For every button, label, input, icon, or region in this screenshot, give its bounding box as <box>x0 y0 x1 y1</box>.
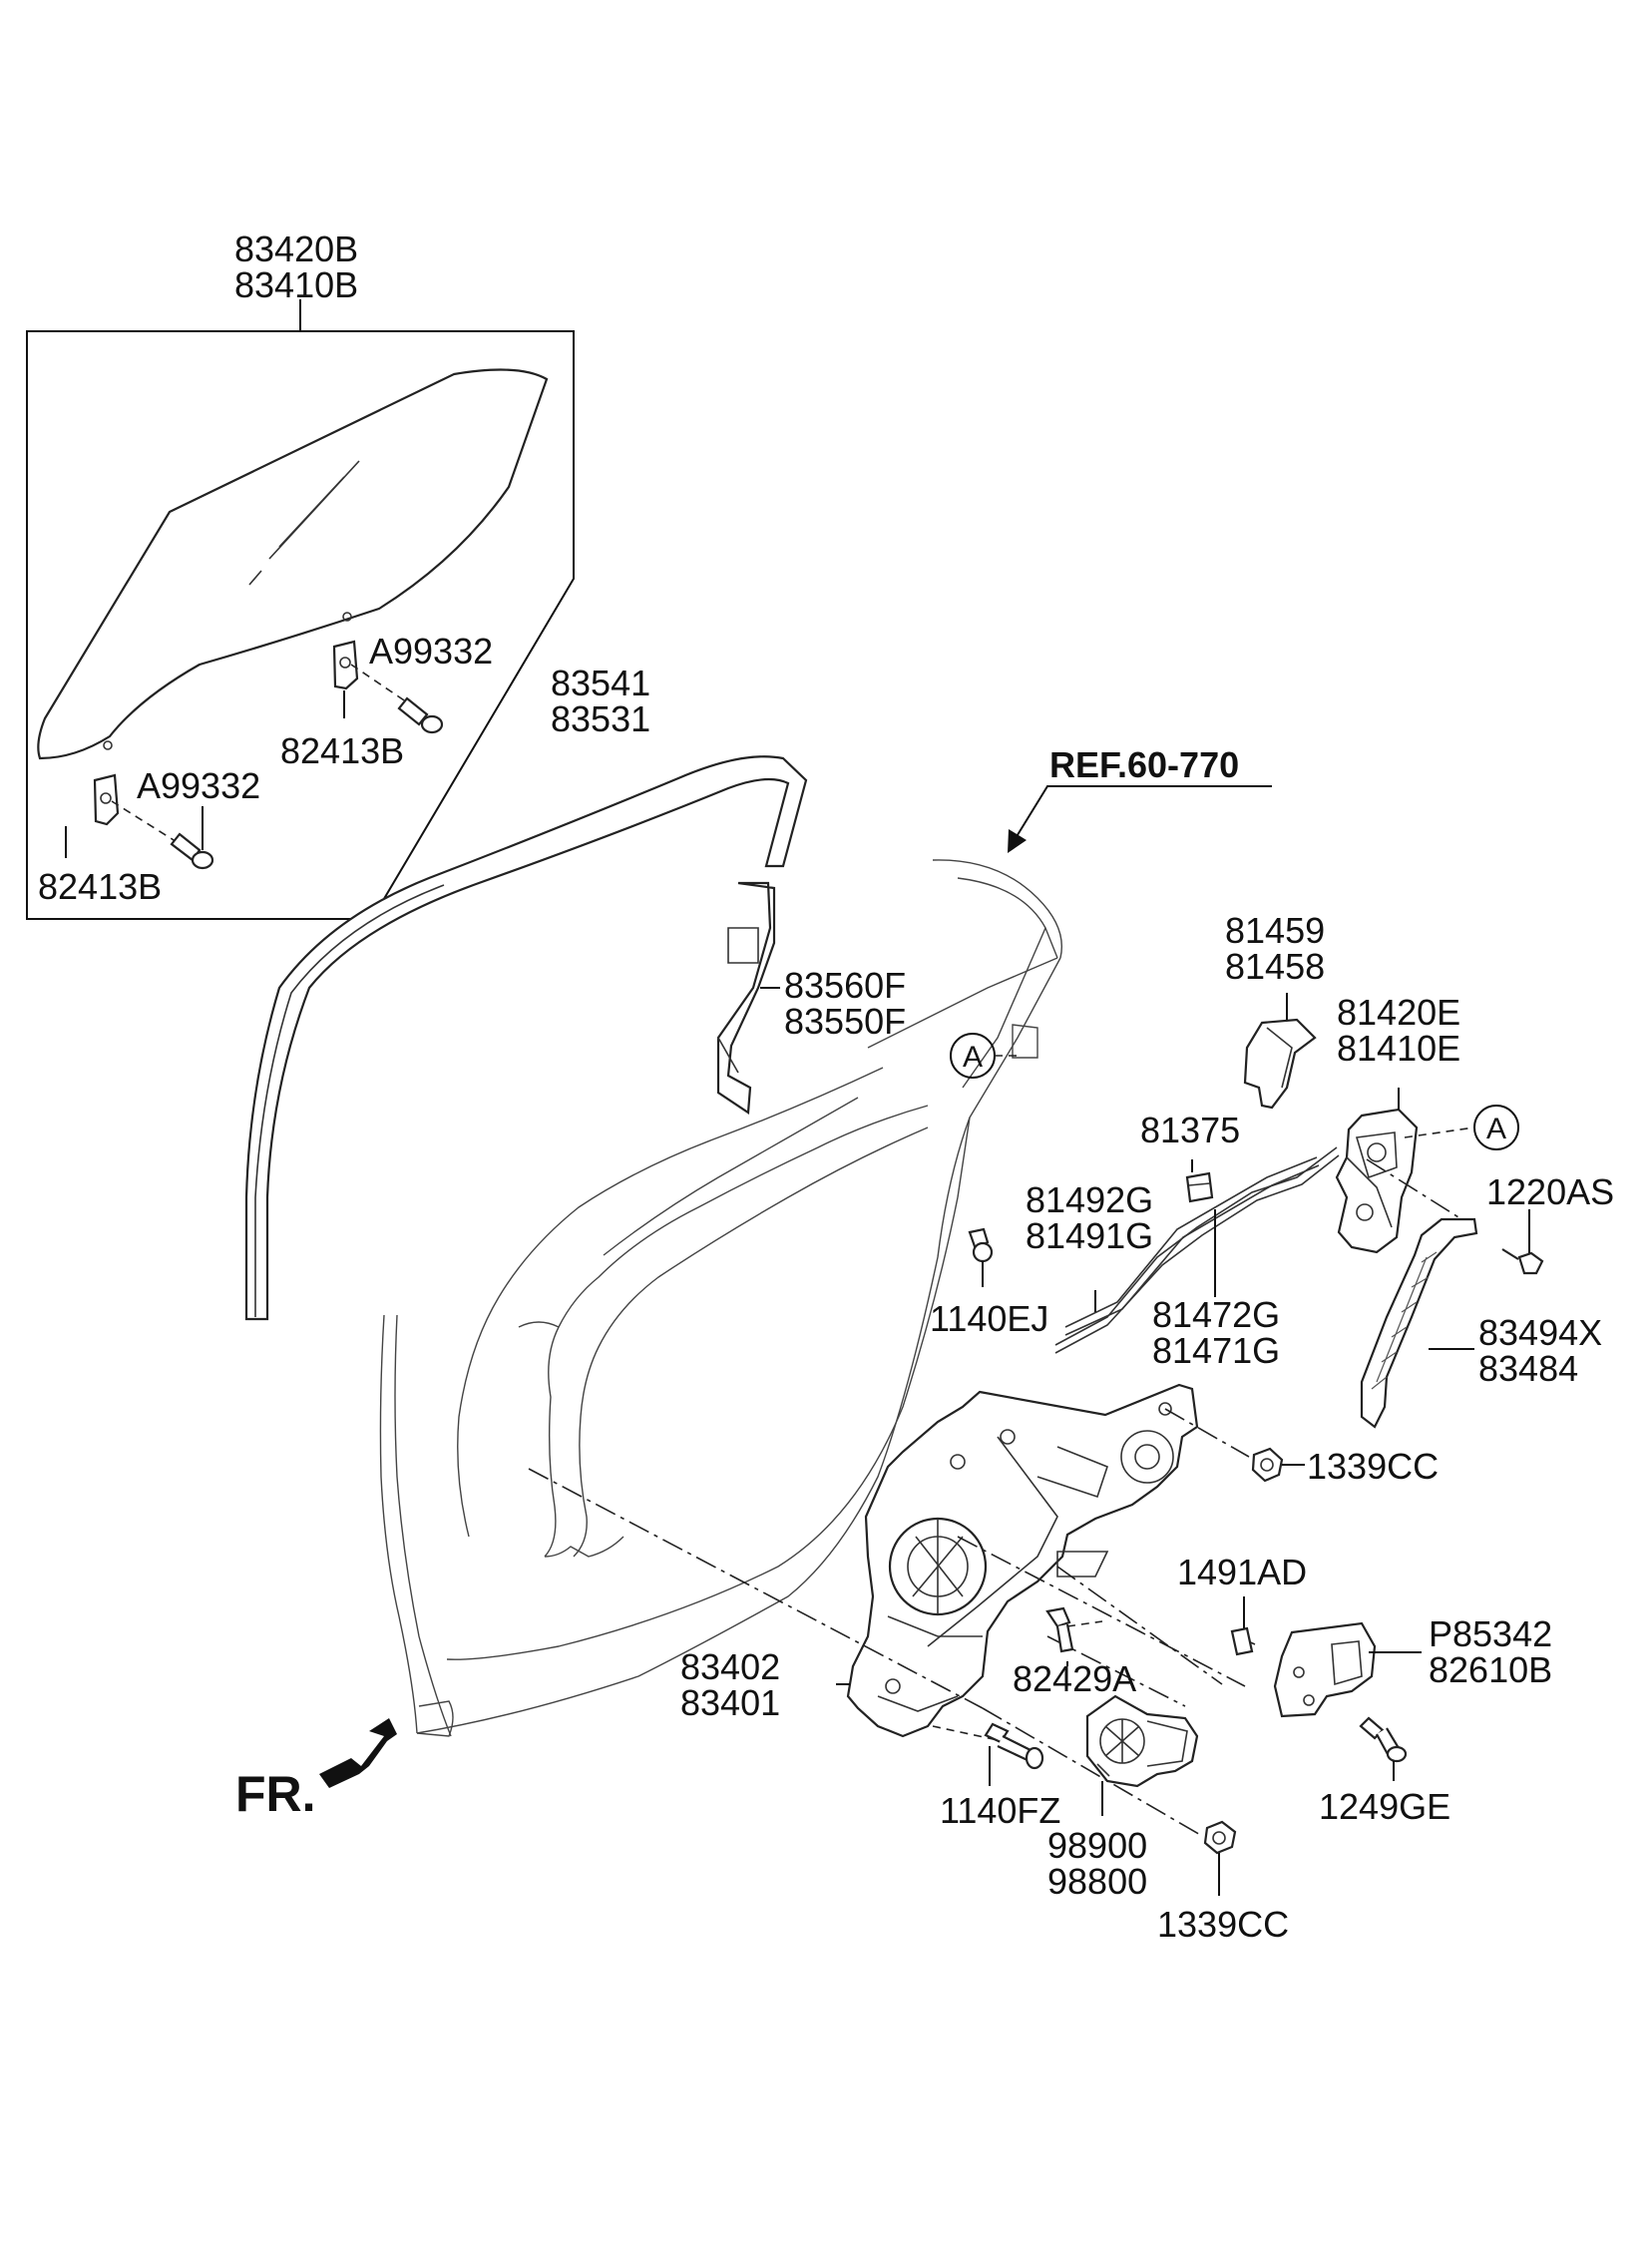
label-rod-top: 81472G <box>1152 1294 1280 1335</box>
label-rod-bottom: 81471G <box>1152 1330 1280 1371</box>
label-clip-1491ad: 1491AD <box>1177 1552 1307 1592</box>
door-panel <box>379 859 1062 1737</box>
outside-handle <box>1360 1217 1478 1429</box>
label-latch-bottom: 81410E <box>1337 1028 1460 1069</box>
label-handle-bottom: 83484 <box>1478 1348 1578 1389</box>
door-cable <box>1054 1146 1340 1354</box>
bolt-1140fz <box>984 1722 1044 1786</box>
door-glass <box>37 368 549 760</box>
label-circle-left: A <box>963 1041 983 1074</box>
label-front: FR. <box>235 1766 316 1822</box>
label-screw-1220as: 1220AS <box>1486 1171 1614 1212</box>
label-motor-top: 98900 <box>1047 1825 1147 1866</box>
label-regulator-bottom: 83401 <box>680 1682 780 1723</box>
label-inner-bottom: 82610B <box>1429 1649 1552 1690</box>
label-cable-bottom: 81491G <box>1026 1215 1153 1256</box>
bolt-82429a <box>1045 1606 1074 1666</box>
label-cover-top: 81459 <box>1225 910 1325 951</box>
door-latch <box>1335 1088 1475 1254</box>
label-clip-lower: 82413B <box>38 866 162 907</box>
latch-screw <box>1501 1209 1544 1275</box>
window-regulator <box>836 1383 1199 1738</box>
label-handle-top: 83494X <box>1478 1312 1602 1353</box>
inside-handle <box>1273 1621 1422 1718</box>
label-bolt-upper: A99332 <box>369 631 493 672</box>
nut-lower <box>1203 1820 1237 1896</box>
glass-box <box>26 299 575 920</box>
cable-clip <box>1185 1159 1214 1203</box>
bolt-1140ej <box>968 1227 994 1287</box>
ref-arrow <box>1008 785 1272 853</box>
label-nut-upper: 1339CC <box>1307 1446 1439 1487</box>
label-channel-top: 83541 <box>551 663 650 703</box>
circle-a-right <box>1473 1105 1519 1150</box>
label-regulator-top: 83402 <box>680 1646 780 1687</box>
label-bolt-1249ge: 1249GE <box>1319 1786 1450 1827</box>
label-clip-upper: 82413B <box>280 730 404 771</box>
glass-bolt-lower <box>170 806 214 870</box>
label-bolt-1140fz: 1140FZ <box>940 1790 1060 1831</box>
bolt-1249ge <box>1359 1716 1408 1781</box>
label-glass-bottom: 83410B <box>234 264 358 305</box>
label-bolt-82429a: 82429A <box>1013 1658 1136 1699</box>
label-guide-bottom: 83550F <box>784 1001 906 1042</box>
label-glass-top: 83420B <box>234 228 358 269</box>
label-bolt-1140ej: 1140EJ <box>930 1298 1048 1339</box>
label-clip-81375: 81375 <box>1140 1110 1240 1150</box>
label-latch-top: 81420E <box>1337 992 1460 1033</box>
glass-bolt-upper <box>397 696 444 734</box>
regulator-centerlines <box>528 1408 1256 1837</box>
latch-cover <box>1243 993 1317 1110</box>
window-guide <box>716 881 780 1115</box>
front-arrow <box>319 1718 397 1788</box>
nut-upper <box>1251 1447 1305 1483</box>
label-channel-bottom: 83531 <box>551 698 650 739</box>
clip-1491ad <box>1230 1596 1254 1656</box>
label-inner-top: P85342 <box>1429 1613 1552 1654</box>
label-circle-right: A <box>1486 1113 1506 1145</box>
label-nut-lower: 1339CC <box>1157 1904 1289 1945</box>
glass-run-channel <box>244 755 808 1321</box>
label-motor-bottom: 98800 <box>1047 1861 1147 1902</box>
label-ref: REF.60-770 <box>1049 744 1239 785</box>
label-cable-top: 81492G <box>1026 1179 1153 1220</box>
label-cover-bottom: 81458 <box>1225 946 1325 987</box>
circle-a-left <box>950 1033 1018 1079</box>
regulator-motor <box>1085 1694 1199 1816</box>
label-guide-top: 83560F <box>784 965 906 1006</box>
label-bolt-lower: A99332 <box>137 765 260 806</box>
lock-rod <box>1064 1156 1320 1336</box>
glass-clip-upper <box>332 640 420 718</box>
